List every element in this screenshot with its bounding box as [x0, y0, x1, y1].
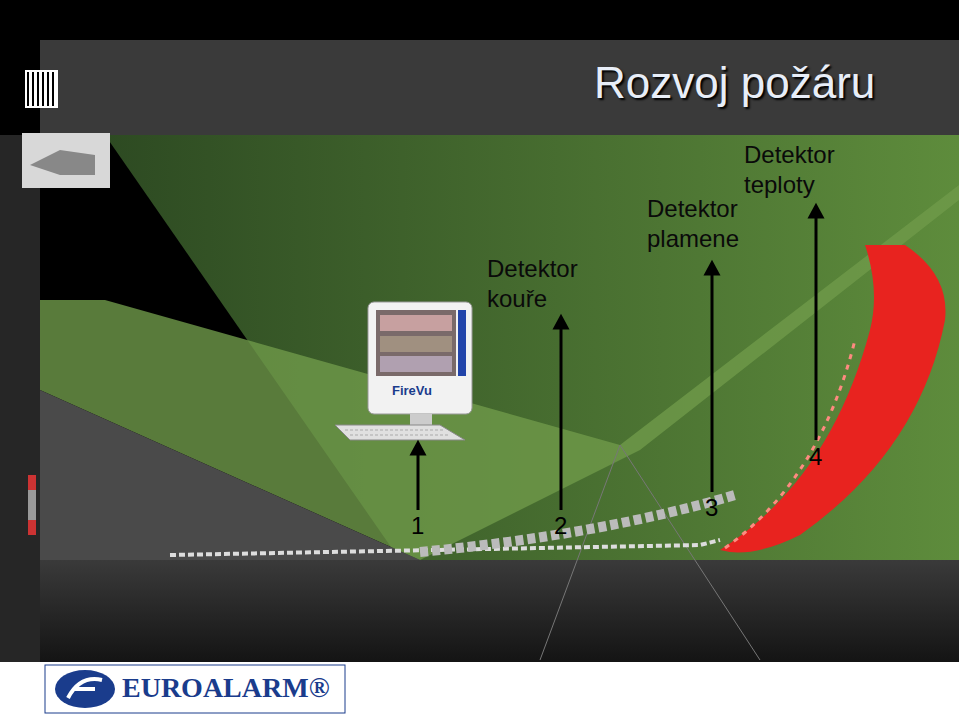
slide-title: Rozvoj požáru [594, 58, 875, 108]
callout-number: 1 [411, 512, 424, 540]
stage-arrows [412, 206, 822, 510]
callout-number: 4 [809, 443, 822, 471]
detector-label: Detektor teploty [744, 140, 864, 200]
detector-label: Detektor kouře [487, 254, 607, 314]
callout-number: 2 [554, 512, 567, 540]
monitor-brand: FireVu [392, 383, 432, 398]
callout-number: 3 [705, 494, 718, 522]
company-logo: EUROALARM® [122, 672, 330, 704]
monitor [335, 302, 472, 440]
detector-label: Detektor plamene [647, 194, 767, 254]
